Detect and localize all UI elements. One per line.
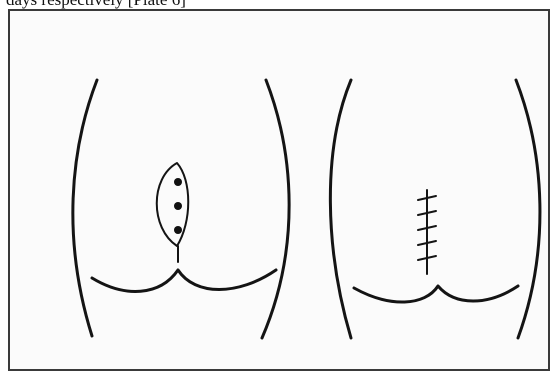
right-figure-left-buttock-outline	[330, 80, 351, 338]
left-figure-sinus-dot-1	[174, 178, 182, 186]
left-figure-left-buttock-outline	[73, 80, 97, 336]
right-figure-gluteal-fold	[354, 286, 518, 302]
left-figure-elliptical-wound	[157, 163, 189, 246]
right-figure-after-closure	[330, 80, 540, 338]
left-figure-gluteal-fold	[92, 270, 276, 291]
left-figure-sinus-dot-3	[174, 226, 182, 234]
right-figure-right-buttock-outline	[516, 80, 540, 338]
left-figure-sinus-dot-2	[174, 202, 182, 210]
left-figure-right-buttock-outline	[262, 80, 289, 338]
left-figure-before-closure	[73, 80, 289, 338]
